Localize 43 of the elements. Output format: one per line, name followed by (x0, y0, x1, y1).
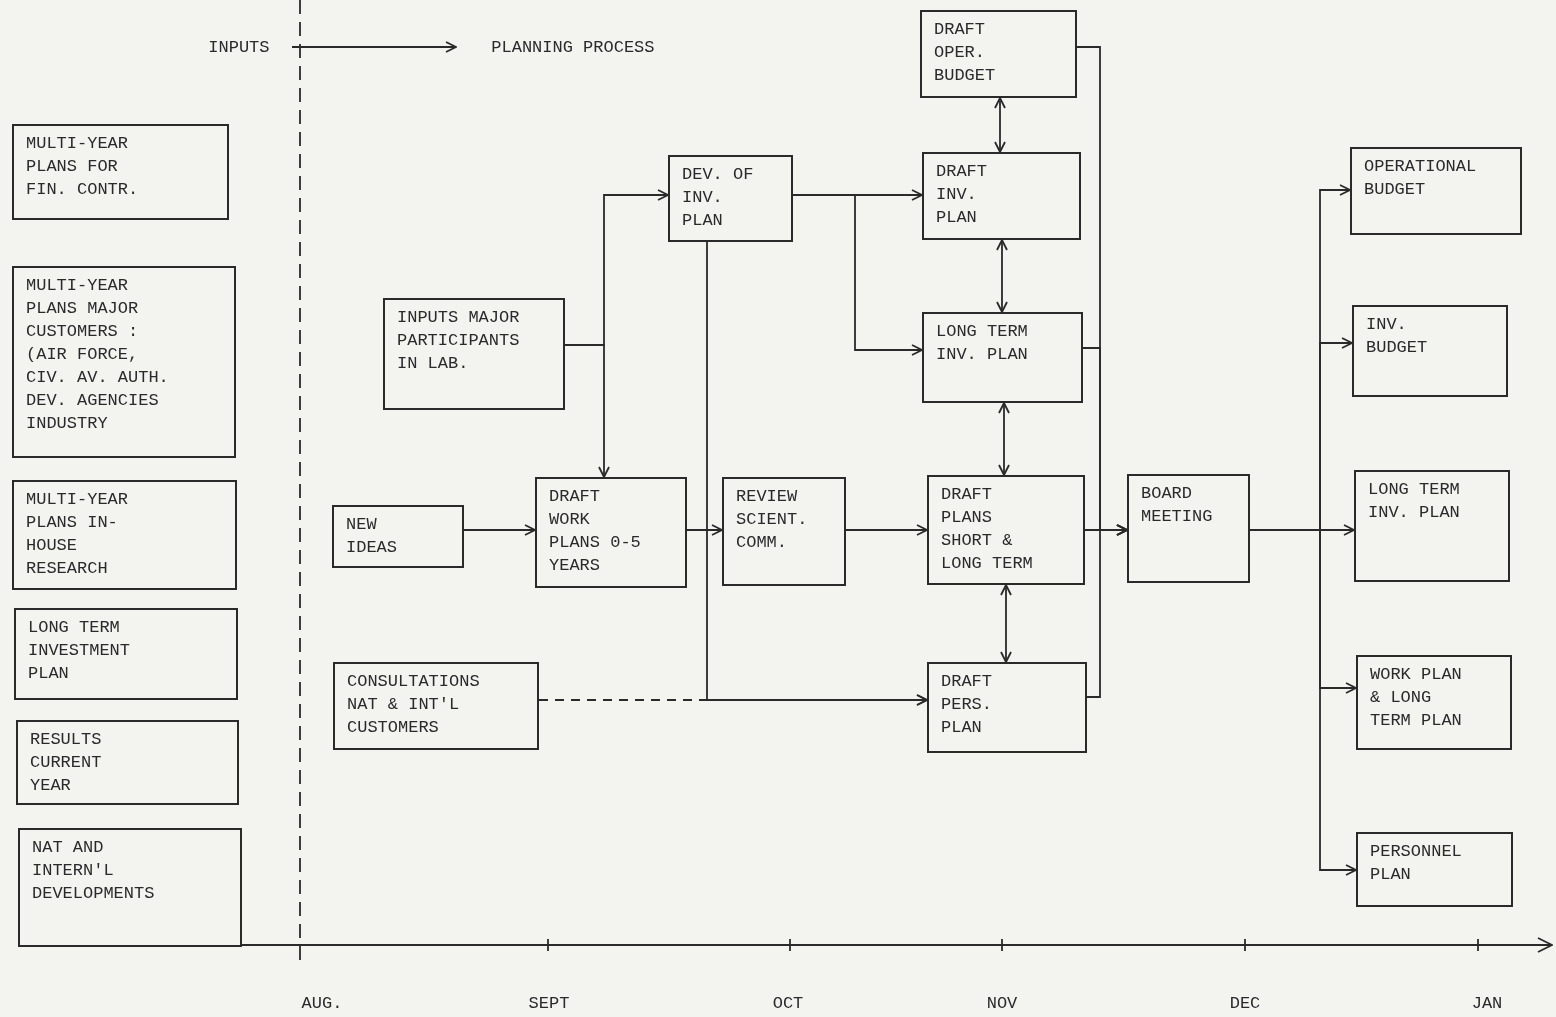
arrow (706, 241, 928, 706)
process-box: MULTI-YEAR PLANS MAJOR CUSTOMERS : (AIR FORCE, CIV. AV. AUTH. DEV. AGENCIES INDUSTRY (12, 266, 236, 458)
process-box: LONG TERM INVESTMENT PLAN (14, 608, 238, 700)
process-box: DEV. OF INV. PLAN (668, 155, 793, 242)
process-box: PERSONNEL PLAN (1356, 832, 1513, 907)
process-box: INPUTS MAJOR PARTICIPANTS IN LAB. (383, 298, 565, 410)
month-label: DEC (1229, 992, 1261, 1015)
arrow (845, 524, 928, 536)
process-box: DRAFT PERS. PLAN (927, 662, 1087, 753)
process-box: OPERATIONAL BUDGET (1350, 147, 1522, 235)
month-label: AUG. (301, 992, 343, 1015)
arrow (994, 97, 1006, 153)
arrow (998, 402, 1010, 476)
process-box: NEW IDEAS (332, 505, 464, 568)
process-box: REVIEW SCIENT. COMM. (722, 477, 846, 586)
process-box: LONG TERM INV. PLAN (1354, 470, 1510, 582)
process-box: CONSULTATIONS NAT & INT'L CUSTOMERS (333, 662, 539, 750)
process-box: DRAFT WORK PLANS 0-5 YEARS (535, 477, 687, 588)
process-box: MULTI-YEAR PLANS FOR FIN. CONTR. (12, 124, 229, 220)
process-box: DRAFT OPER. BUDGET (920, 10, 1077, 98)
process-box: RESULTS CURRENT YEAR (16, 720, 239, 805)
arrow (1086, 524, 1128, 698)
arrow (463, 524, 536, 536)
process-box: DRAFT PLANS SHORT & LONG TERM (927, 475, 1085, 585)
month-label: JAN (1471, 992, 1503, 1015)
arrow (291, 41, 457, 53)
process-box: BOARD MEETING (1127, 474, 1250, 583)
arrow (686, 524, 723, 536)
month-label: NOV (986, 992, 1018, 1015)
process-box: MULTI-YEAR PLANS IN-HOUSE RESEARCH (12, 480, 237, 590)
arrow (792, 194, 923, 356)
process-box: DRAFT INV. PLAN (922, 152, 1081, 240)
flow-heading: INPUTS (196, 34, 292, 60)
arrow (564, 344, 610, 478)
process-box: INV. BUDGET (1352, 305, 1508, 397)
process-box: WORK PLAN & LONG TERM PLAN (1356, 655, 1512, 750)
process-box: LONG TERM INV. PLAN (922, 312, 1083, 403)
process-box: NAT AND INTERN'L DEVELOPMENTS (18, 828, 242, 947)
arrow (1000, 584, 1012, 663)
month-label: SEPT (528, 992, 570, 1015)
flow-heading: PLANNING PROCESS (456, 34, 700, 60)
arrow (996, 239, 1008, 313)
month-label: OCT (772, 992, 804, 1015)
